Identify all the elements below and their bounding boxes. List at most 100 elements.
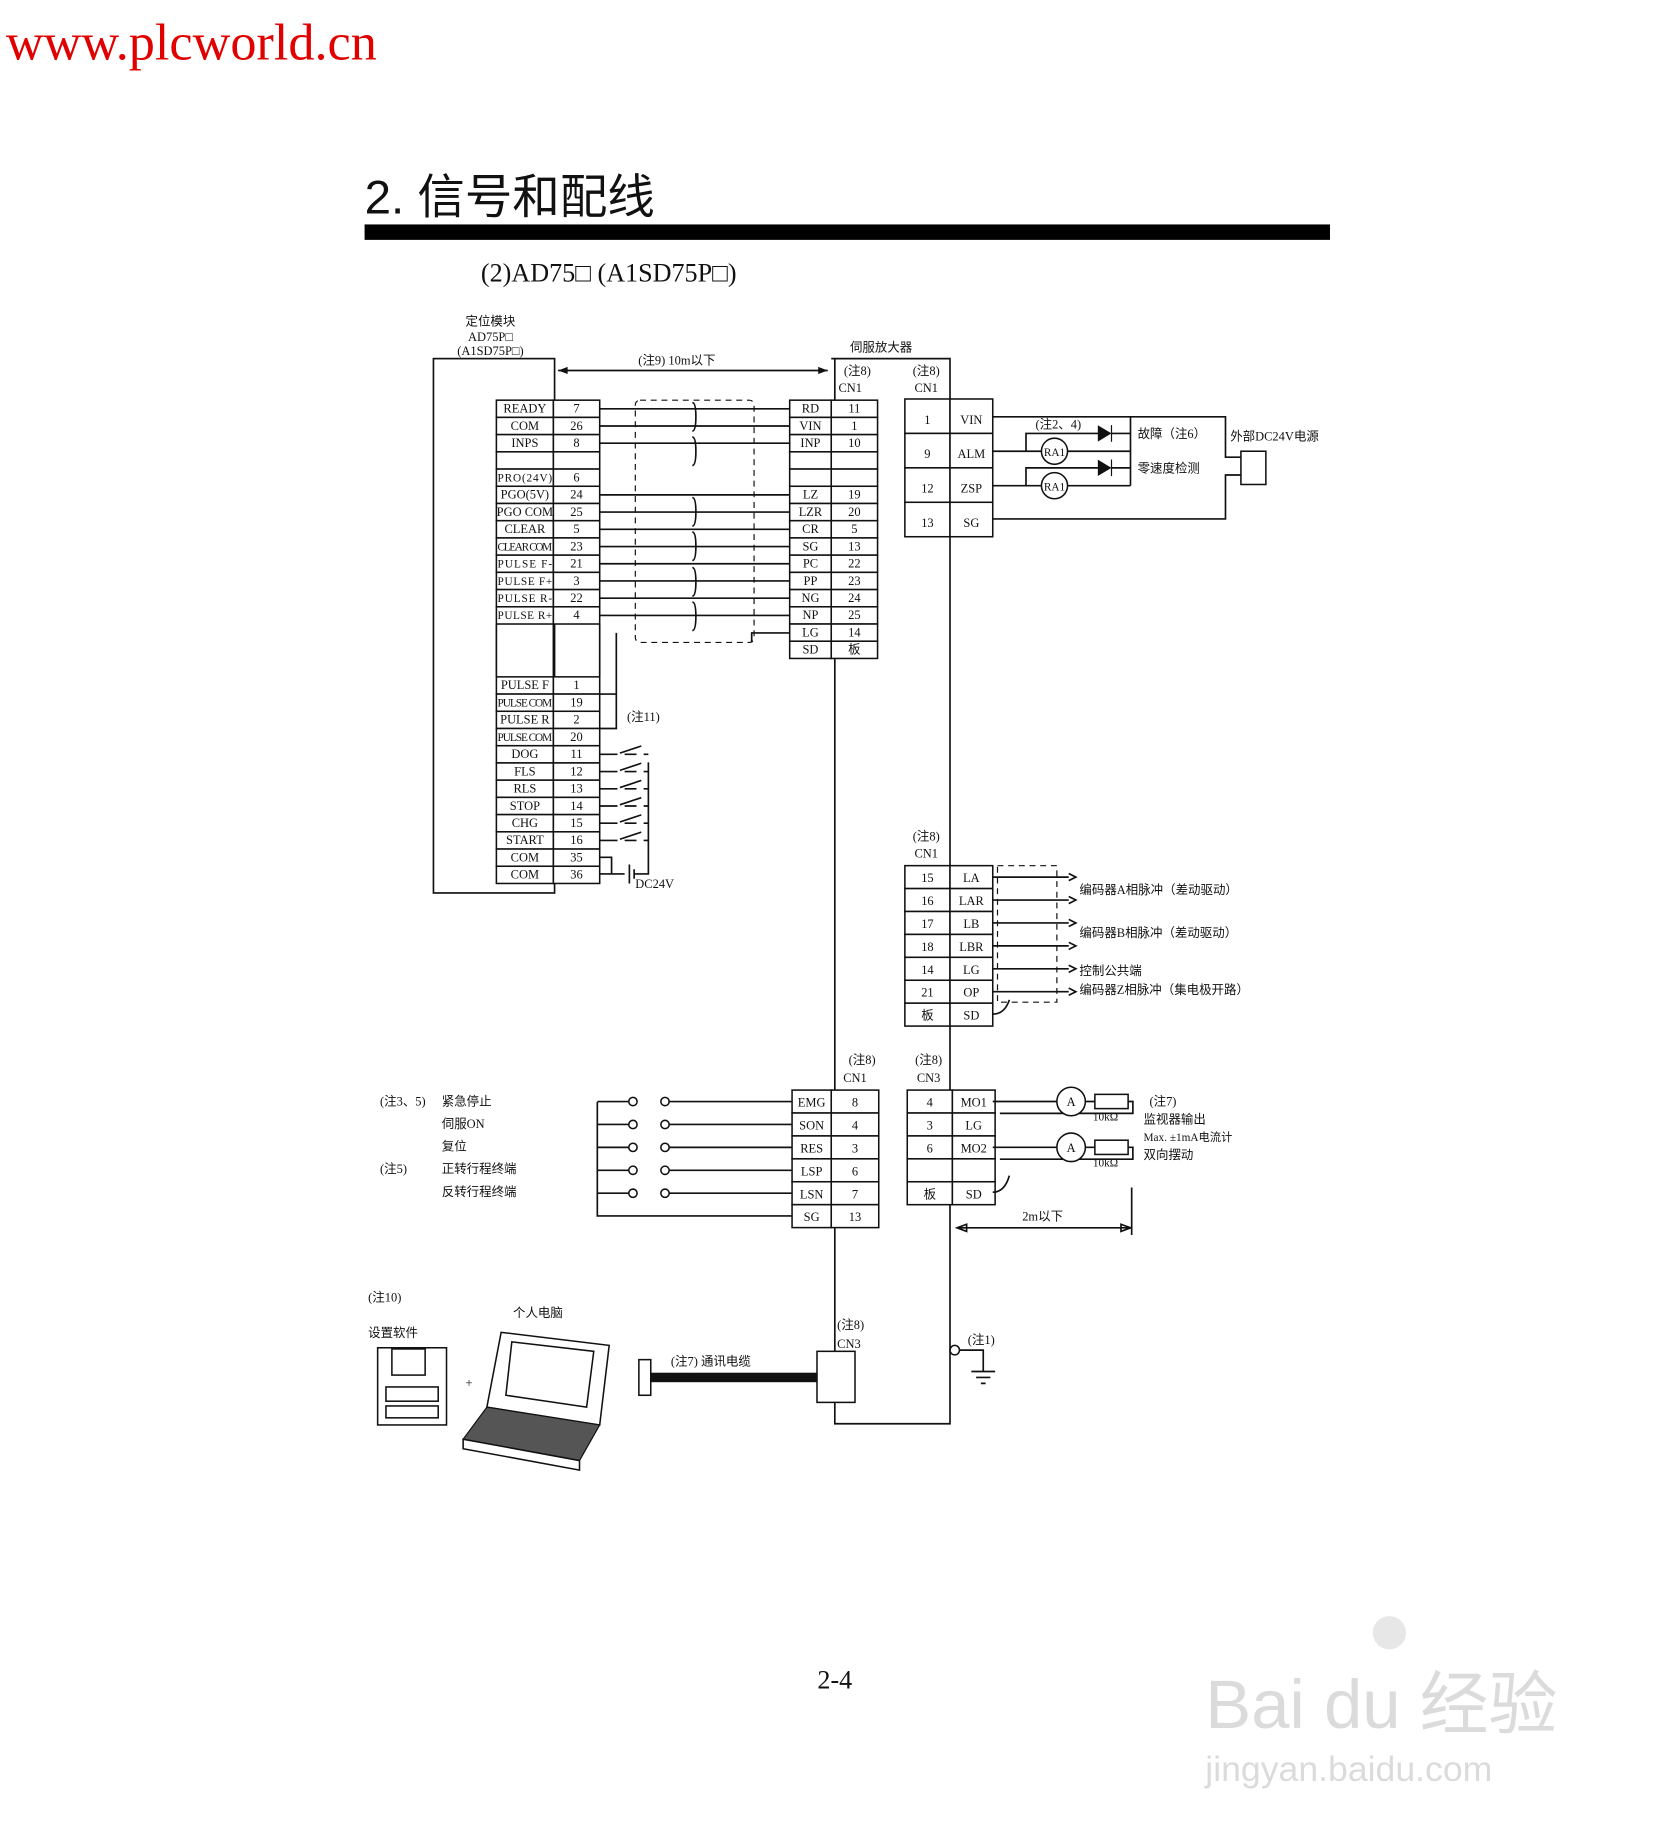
monitor-cn3-label: CN3	[917, 1071, 941, 1085]
pin-label: VIN	[960, 413, 982, 427]
switch-contact-icon	[660, 1165, 670, 1176]
pin-label: FLS	[514, 764, 536, 778]
svg-text:Bai du 经验: Bai du 经验	[1205, 1666, 1557, 1743]
table-cell	[951, 1180, 996, 1206]
monitor-cn3-note: (注8)	[915, 1052, 942, 1067]
fault-label: 故障（注6）	[1138, 426, 1206, 441]
pin-label: PULSE F	[501, 678, 549, 692]
section-title: 2. 信号和配线	[365, 172, 655, 225]
table-cell	[951, 1158, 996, 1183]
pin-label: LA	[963, 871, 980, 885]
encoder-signal-label: 编码器B相脉冲（差动驱动）	[1079, 925, 1237, 940]
pin-label: 5	[573, 522, 579, 536]
pin-label: DOG	[511, 747, 538, 761]
ammeter-icon	[1056, 1132, 1087, 1163]
pin-label: PULSE F-	[498, 559, 553, 571]
pin-label: 11	[848, 402, 860, 416]
pin-label: SD	[963, 1009, 979, 1023]
pin-label: LZ	[803, 488, 818, 502]
switch-contact-icon	[628, 1188, 638, 1199]
svg-text:RA1: RA1	[1044, 447, 1065, 459]
switch-contact-icon	[628, 1165, 638, 1176]
input-note-1: (注3、5)	[380, 1094, 426, 1109]
pin-label: VIN	[799, 419, 821, 433]
pin-label: 3	[927, 1119, 933, 1133]
pin-label: 19	[848, 488, 860, 502]
table-cell	[949, 501, 994, 538]
pin-label: 12	[921, 482, 933, 496]
cn1-note: (注8)	[844, 363, 871, 378]
table-cell	[552, 865, 601, 885]
alarm-note: (注2、4)	[1035, 417, 1081, 432]
ammeter-label: A	[1067, 1095, 1076, 1109]
pin-label: SG	[963, 516, 979, 530]
pin-label: 20	[570, 730, 582, 744]
pin-label: ALM	[958, 447, 986, 461]
input-note-2: (注5)	[380, 1161, 407, 1176]
table-cell	[904, 432, 951, 469]
note10: (注10)	[368, 1289, 401, 1304]
pin-label: PULSE R-	[498, 593, 553, 605]
input-cn1-label: CN1	[843, 1071, 867, 1085]
module-label-2: AD75P□	[468, 330, 513, 344]
site-watermark[interactable]: www.plcworld.cn	[6, 13, 377, 71]
pin-label: INP	[800, 436, 820, 450]
table-cell	[949, 432, 994, 469]
paw-icon	[1372, 1616, 1406, 1650]
subtitle: (2)AD75□ (A1SD75P□)	[481, 258, 737, 287]
table-cell	[906, 1158, 954, 1183]
pin-label: PGO(5V)	[501, 488, 549, 502]
pin-label: 1	[851, 419, 857, 433]
pin-label: 17	[921, 917, 933, 931]
external-power-label: 外部DC24V电源	[1230, 429, 1319, 444]
pin-label: PULSE COM	[498, 697, 553, 709]
resistor-label: 10kΩ	[1093, 1111, 1118, 1123]
table-cell	[830, 468, 879, 488]
alarm-circuit: RA1 RA1 (注2、4) 故障（注6） 零速度检测 外部DC24V电源	[992, 415, 1319, 520]
pin-label: CLEAR COM	[498, 541, 553, 553]
pin-label: 16	[570, 833, 582, 847]
switch-contact-icon	[660, 1142, 670, 1153]
switch-contact-icon	[628, 1142, 638, 1153]
potentiometer-icon	[1094, 1139, 1129, 1156]
pin-label: 4	[927, 1096, 934, 1110]
pin-label: SD	[803, 643, 819, 657]
cn3-note: (注8)	[837, 1317, 864, 1332]
dc24v-supply-icon	[1240, 450, 1267, 486]
pin-label: RLS	[513, 782, 536, 796]
pin-label: 25	[570, 505, 582, 519]
cn3-label: CN3	[837, 1337, 861, 1351]
pin-label: 13	[849, 1210, 861, 1224]
note11-label: (注11)	[627, 709, 660, 724]
monitor-wires	[992, 1100, 1134, 1194]
switch-contact-icon	[628, 1096, 638, 1107]
pin-label: 14	[848, 625, 861, 639]
pin-label: 6	[927, 1141, 933, 1155]
resistor-label: 10kΩ	[1093, 1157, 1118, 1169]
pin-label: 11	[571, 747, 583, 761]
pin-label: 3	[573, 574, 579, 588]
pin-label: 3	[852, 1141, 858, 1155]
pin-label: 15	[921, 871, 933, 885]
pin-label: 1	[573, 678, 579, 692]
personal-computer-label: 个人电脑	[513, 1306, 563, 1320]
pin-label: 5	[851, 522, 857, 536]
pin-label: 板	[848, 643, 861, 657]
pin-label: STOP	[510, 799, 540, 813]
pin-label: CLEAR	[504, 522, 546, 536]
pin-label: 25	[848, 608, 860, 622]
pin-label: 4	[852, 1119, 859, 1133]
pin-label: 22	[848, 557, 860, 571]
table-cell	[495, 451, 555, 470]
encoder-signal-label: 控制公共端	[1079, 964, 1141, 978]
pin-label: 9	[924, 447, 930, 461]
pin-label: 16	[921, 894, 933, 908]
encoder-cn1-label: CN1	[914, 846, 938, 860]
switch-contact-icon	[628, 1119, 638, 1130]
pin-label: 22	[570, 591, 582, 605]
pin-label: 36	[570, 868, 582, 882]
pin-label: START	[506, 833, 544, 847]
